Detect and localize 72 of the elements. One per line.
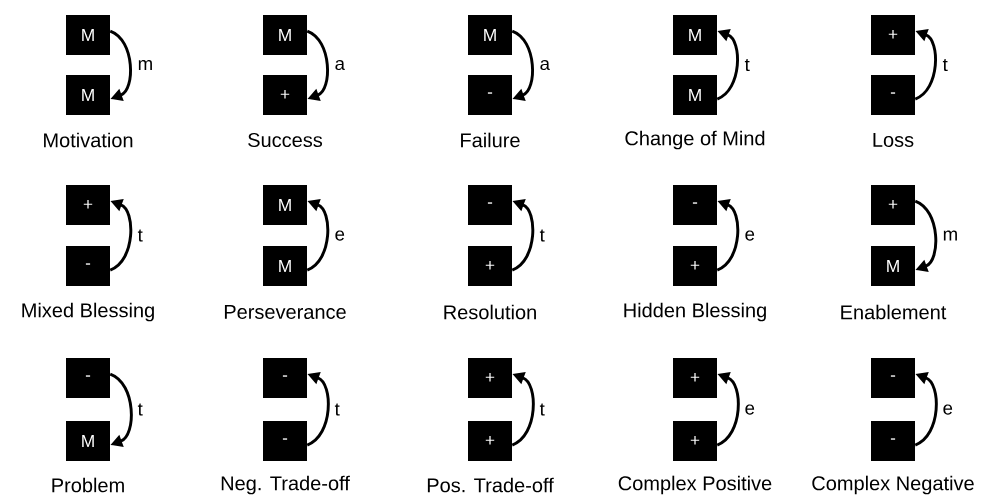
- motif-box: -: [871, 75, 915, 115]
- edge-label: a: [540, 59, 550, 71]
- motif-box: M: [263, 246, 307, 286]
- curved-arrow: [306, 372, 330, 447]
- edge-label: t: [942, 58, 948, 72]
- motif-caption: Perseverance: [224, 305, 346, 319]
- motif-box: M: [263, 15, 307, 55]
- motif-box: -: [263, 421, 307, 461]
- edge-label: t: [137, 229, 143, 242]
- curved-arrow: [914, 199, 938, 272]
- motif-box: +: [673, 358, 717, 398]
- motif-box: M: [673, 15, 717, 55]
- curved-arrow: [109, 372, 133, 447]
- motif-box: -: [263, 358, 307, 398]
- curved-arrow: [511, 199, 535, 272]
- curved-arrow: [716, 372, 740, 447]
- motif-box: +: [673, 246, 717, 286]
- motif-box: +: [673, 421, 717, 461]
- motif-box: M: [871, 246, 915, 286]
- edge-label: m: [943, 230, 957, 241]
- motif-caption: Loss: [873, 133, 914, 147]
- edge-label: e: [745, 404, 755, 415]
- motif-caption: Motivation: [44, 132, 133, 148]
- motif-box: M: [66, 75, 110, 115]
- motif-box: +: [871, 15, 915, 55]
- motif-box: -: [871, 358, 915, 398]
- motif-caption: Enablement: [841, 304, 947, 320]
- edge-label: t: [539, 403, 545, 416]
- motif-caption: Change of Mind: [625, 130, 765, 150]
- edge-label: e: [745, 230, 755, 241]
- motif-box: M: [673, 75, 717, 115]
- motif-box: +: [468, 358, 512, 398]
- curved-arrow: [511, 372, 535, 447]
- motif-box: +: [468, 246, 512, 286]
- motif-box: M: [263, 185, 307, 225]
- edge-label: e: [943, 404, 953, 415]
- edge-label: e: [335, 230, 345, 241]
- curved-arrow: [716, 29, 739, 101]
- edge-label: t: [137, 403, 143, 416]
- edge-label: a: [335, 59, 345, 71]
- motif-box: -: [66, 358, 110, 398]
- edge-label: t: [539, 229, 545, 242]
- motif-box: +: [66, 185, 110, 225]
- motif-box: +: [871, 185, 915, 225]
- motif-box: M: [468, 15, 512, 55]
- motif-box: -: [673, 185, 717, 225]
- motif-box: +: [468, 421, 512, 461]
- motif-caption: Failure: [461, 132, 520, 148]
- curved-arrow: [511, 29, 534, 101]
- curved-arrow: [306, 29, 329, 101]
- motif-box: -: [66, 246, 110, 286]
- edge-label: t: [334, 403, 340, 416]
- edge-label: m: [138, 59, 152, 71]
- curved-arrow: [109, 29, 132, 101]
- motif-box: -: [468, 75, 512, 115]
- motif-box: -: [871, 421, 915, 461]
- motif-box: -: [468, 185, 512, 225]
- motif-box: +: [263, 75, 307, 115]
- curved-arrow: [306, 199, 330, 272]
- motif-box: M: [66, 421, 110, 461]
- motif-caption: Complex Positive: [618, 475, 772, 495]
- motif-caption: Complex Negative: [812, 475, 974, 495]
- motif-caption: Mixed Blessing: [22, 302, 154, 322]
- curved-arrow: [109, 199, 133, 272]
- motif-box: M: [66, 15, 110, 55]
- curved-arrow: [914, 372, 938, 447]
- edge-label: t: [744, 58, 750, 72]
- motif-caption: Hidden Blessing: [624, 302, 766, 322]
- curved-arrow: [914, 29, 937, 101]
- motif-caption: Success: [248, 132, 323, 148]
- motif-caption: Resolution: [444, 304, 536, 320]
- curved-arrow: [716, 199, 740, 272]
